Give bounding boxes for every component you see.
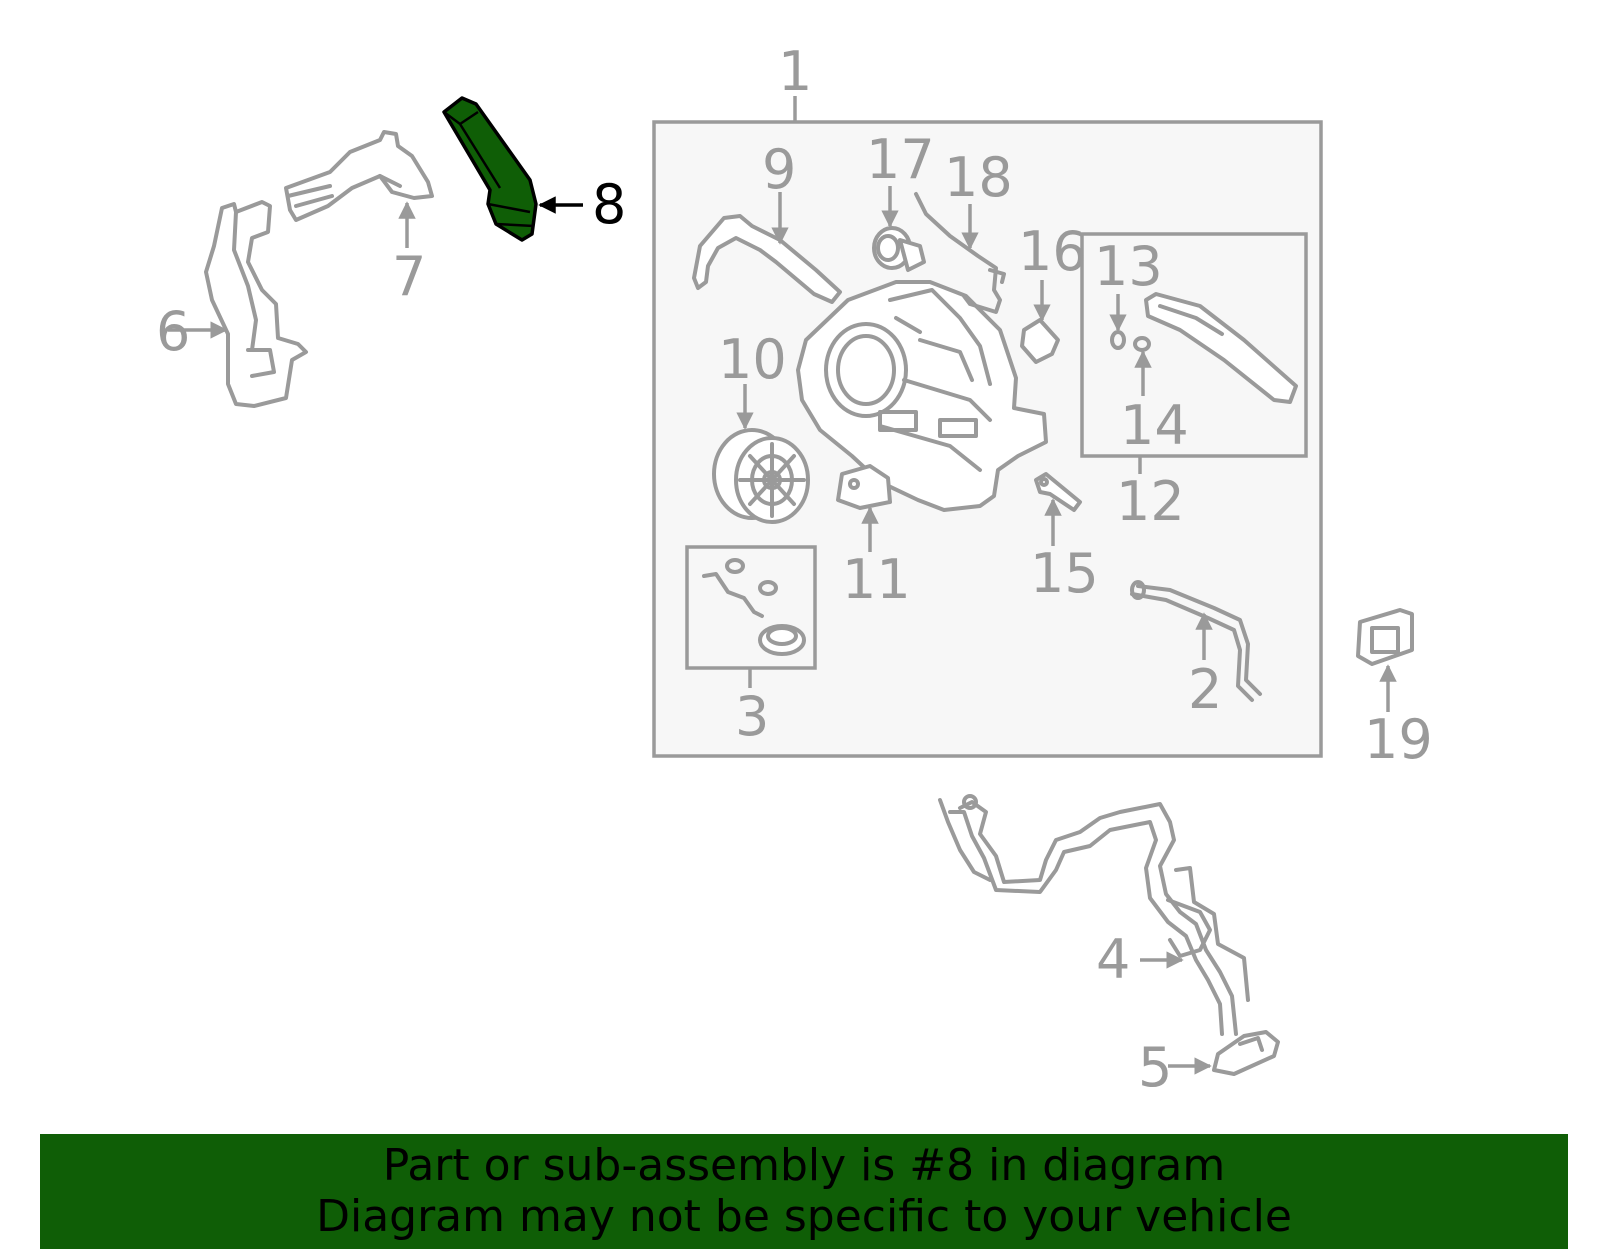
part-3-kit[interactable] (702, 558, 806, 656)
part-11-resistor[interactable] (836, 464, 892, 510)
part-13-ring[interactable] (1110, 330, 1126, 350)
callout-11[interactable]: 11 (842, 548, 911, 611)
part-17-actuator[interactable] (872, 226, 926, 272)
banner-line-1: Part or sub-assembly is #8 in diagram (382, 1140, 1226, 1191)
sub-box-12 (1080, 232, 1308, 458)
part-7-duct[interactable] (284, 130, 434, 222)
callout-12[interactable]: 12 (1116, 470, 1185, 533)
callout-5[interactable]: 5 (1138, 1036, 1172, 1099)
part-9-duct[interactable] (692, 214, 842, 304)
banner-line-2: Diagram may not be specific to your vehi… (316, 1191, 1292, 1242)
part-14-ring[interactable] (1133, 336, 1151, 352)
callout-18[interactable]: 18 (944, 146, 1013, 209)
callout-19[interactable]: 19 (1364, 708, 1433, 771)
part-5-bracket[interactable] (1212, 1030, 1280, 1076)
callout-8[interactable]: 8 (592, 173, 626, 236)
callout-1[interactable]: 1 (778, 40, 812, 103)
callout-16[interactable]: 16 (1018, 220, 1087, 283)
part-6-duct[interactable] (204, 200, 308, 408)
part-4-tube-assembly[interactable] (938, 794, 1250, 1036)
part-15-clip[interactable] (1034, 472, 1082, 512)
part-10-blower-motor[interactable] (712, 428, 810, 524)
callout-4[interactable]: 4 (1096, 928, 1130, 991)
callout-2[interactable]: 2 (1188, 658, 1222, 721)
evaporator-core[interactable] (1144, 292, 1298, 404)
part-19-switch[interactable] (1356, 608, 1414, 666)
callout-13[interactable]: 13 (1094, 235, 1163, 298)
part-18-harness[interactable] (914, 192, 1006, 314)
callout-15[interactable]: 15 (1030, 542, 1099, 605)
callout-17[interactable]: 17 (866, 128, 935, 191)
part-8-duct-highlighted[interactable] (442, 96, 538, 242)
callout-9[interactable]: 9 (762, 138, 796, 201)
part-2-tube[interactable] (1130, 580, 1262, 702)
hvac-housing (796, 280, 1048, 512)
callout-6[interactable]: 6 (156, 300, 190, 363)
info-banner: Part or sub-assembly is #8 in diagram Di… (40, 1134, 1568, 1249)
callout-3[interactable]: 3 (735, 685, 769, 748)
callout-7[interactable]: 7 (392, 245, 426, 308)
callout-10[interactable]: 10 (718, 328, 787, 391)
callout-14[interactable]: 14 (1120, 394, 1189, 457)
